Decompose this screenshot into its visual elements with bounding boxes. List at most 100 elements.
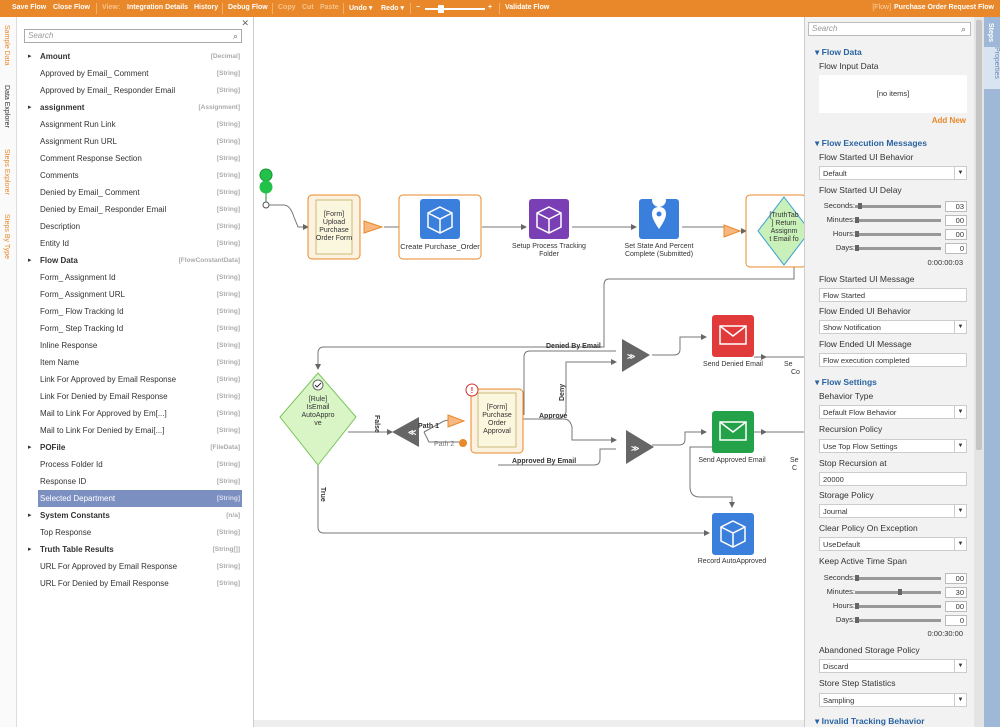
tree-item[interactable]: Comment Response Section[String] <box>17 150 242 167</box>
minutes-slider-handle[interactable] <box>855 217 859 223</box>
tab-properties[interactable]: Properties <box>984 47 1000 89</box>
flow-execution-messages-header[interactable]: ▾ Flow Execution Messages <box>815 138 927 148</box>
tree-item[interactable]: Entity Id[String] <box>17 235 242 252</box>
properties-scrollbar-thumb[interactable] <box>976 20 982 450</box>
tree-item[interactable]: Form_ Step Tracking Id[String] <box>17 320 242 337</box>
expand-triangle-icon[interactable]: ▸ <box>28 546 32 553</box>
tree-item[interactable]: Top Response[String] <box>17 524 242 541</box>
keep-seconds-slider-handle[interactable] <box>855 575 859 581</box>
keep-days-slider-handle[interactable] <box>855 617 859 623</box>
properties-search-input[interactable]: Search <box>808 22 971 36</box>
copy-button[interactable]: Copy <box>278 4 296 11</box>
tree-item[interactable]: Denied by Email_ Comment[String] <box>17 184 242 201</box>
canvas-horizontal-scrollbar[interactable] <box>254 720 804 727</box>
integration-details-button[interactable]: Integration Details <box>127 4 189 11</box>
path-split-node[interactable]: ≪ <box>392 417 419 447</box>
expand-triangle-icon[interactable]: ▸ <box>28 512 32 519</box>
keep-seconds-slider[interactable] <box>855 577 941 580</box>
invalid-tracking-header[interactable]: ▾ Invalid Tracking Behavior <box>815 716 925 726</box>
tab-steps-explorer[interactable]: Steps Explorer <box>3 149 10 195</box>
tree-item[interactable]: Link For Approved by Email Response[Stri… <box>17 371 242 388</box>
clear-policy-select[interactable]: UseDefault▼ <box>819 537 967 551</box>
tree-item[interactable]: URL For Approved by Email Response[Strin… <box>17 558 242 575</box>
search-icon[interactable]: ⌕ <box>232 31 238 41</box>
tree-item[interactable]: Form_ Assignment URL[String] <box>17 286 242 303</box>
days-slider-handle[interactable] <box>855 245 859 251</box>
seconds-slider-handle[interactable] <box>858 203 862 209</box>
cut-button[interactable]: Cut <box>302 4 314 11</box>
paste-button[interactable]: Paste <box>320 4 339 11</box>
tree-item[interactable]: Approved by Email_ Responder Email[Strin… <box>17 82 242 99</box>
storage-policy-select[interactable]: Journal▼ <box>819 504 967 518</box>
hours-value[interactable]: 00 <box>945 229 967 240</box>
tree-item[interactable]: Link For Denied by Email Response[String… <box>17 388 242 405</box>
tree-item[interactable]: Mail to Link For Denied by Emai[...][Str… <box>17 422 242 439</box>
keep-hours-slider-handle[interactable] <box>855 603 859 609</box>
store-stats-select[interactable]: Sampling▼ <box>819 693 967 707</box>
hours-slider-handle[interactable] <box>855 231 859 237</box>
search-icon[interactable]: ⌕ <box>960 24 966 34</box>
zoom-out-button[interactable]: − <box>416 4 421 11</box>
zoom-in-button[interactable]: + <box>488 4 493 11</box>
record-autoapproved-node[interactable] <box>712 513 754 555</box>
create-purchase-order-node[interactable] <box>398 194 482 260</box>
validate-flow-button[interactable]: Validate Flow <box>505 4 550 11</box>
tree-item[interactable]: Description[String] <box>17 218 242 235</box>
add-path-icon[interactable] <box>459 439 467 447</box>
merge-denied-node[interactable]: ≫ <box>622 339 650 372</box>
hours-slider[interactable] <box>855 233 941 236</box>
tree-group-item[interactable]: ▸assignment[Assignment] <box>17 99 242 116</box>
started-behavior-select[interactable]: Default▼ <box>819 166 967 180</box>
tree-item[interactable]: Process Folder Id[String] <box>17 456 242 473</box>
setup-tracking-folder-node[interactable] <box>529 199 569 239</box>
close-flow-button[interactable]: Close Flow <box>53 4 90 11</box>
zoom-slider[interactable] <box>425 8 485 10</box>
stop-recursion-input[interactable]: 20000 <box>819 472 967 486</box>
tree-item[interactable]: Assignment Run URL[String] <box>17 133 242 150</box>
ended-behavior-select[interactable]: Show Notification▼ <box>819 320 967 334</box>
expand-triangle-icon[interactable]: ▸ <box>28 257 32 264</box>
tree-group-item[interactable]: ▸POFile[FileData] <box>17 439 242 456</box>
tree-item[interactable]: Form_ Flow Tracking Id[String] <box>17 303 242 320</box>
keep-hours-value[interactable]: 00 <box>945 601 967 612</box>
debug-flow-button[interactable]: Debug Flow <box>228 4 268 11</box>
tree-item[interactable]: Assignment Run Link[String] <box>17 116 242 133</box>
add-new-button[interactable]: Add New <box>931 116 966 125</box>
recursion-policy-select[interactable]: Use Top Flow Settings▼ <box>819 439 967 453</box>
explorer-search-input[interactable]: Search <box>24 29 242 43</box>
tree-item[interactable]: Denied by Email_ Responder Email[String] <box>17 201 242 218</box>
started-msg-input[interactable]: Flow Started <box>819 288 967 302</box>
expand-triangle-icon[interactable]: ▸ <box>28 53 32 60</box>
expand-triangle-icon[interactable]: ▸ <box>28 104 32 111</box>
minutes-value[interactable]: 00 <box>945 215 967 226</box>
days-slider[interactable] <box>855 247 941 250</box>
tree-item[interactable]: Comments[String] <box>17 167 242 184</box>
send-approved-email-node[interactable] <box>712 411 754 453</box>
minutes-slider[interactable] <box>855 219 941 222</box>
tab-steps[interactable]: Steps <box>987 23 994 43</box>
keep-days-value[interactable]: 0 <box>945 615 967 626</box>
ended-msg-input[interactable]: Flow execution completed <box>819 353 967 367</box>
keep-minutes-value[interactable]: 30 <box>945 587 967 598</box>
seconds-slider[interactable] <box>855 205 941 208</box>
tree-group-item[interactable]: ▸System Constants[n/a] <box>17 507 242 524</box>
tree-group-item[interactable]: ▸Flow Data[FlowConstantData] <box>17 252 242 269</box>
tree-item[interactable]: Selected Department[String] <box>38 490 242 507</box>
keep-minutes-slider-handle[interactable] <box>898 589 902 595</box>
flow-data-section-header[interactable]: ▾ Flow Data <box>815 47 862 57</box>
zoom-slider-handle[interactable] <box>438 5 444 13</box>
keep-hours-slider[interactable] <box>855 605 941 608</box>
tab-steps-by-type[interactable]: Steps By Type <box>3 214 10 260</box>
send-denied-email-node[interactable] <box>712 315 754 357</box>
seconds-value[interactable]: 03 <box>945 201 967 212</box>
abandoned-select[interactable]: Discard▼ <box>819 659 967 673</box>
history-button[interactable]: History <box>194 4 219 11</box>
set-state-node[interactable] <box>639 193 679 239</box>
days-value[interactable]: 0 <box>945 243 967 254</box>
flow-settings-header[interactable]: ▾ Flow Settings <box>815 377 877 387</box>
tree-item[interactable]: Mail to Link For Approved by Em[...][Str… <box>17 405 242 422</box>
keep-seconds-value[interactable]: 00 <box>945 573 967 584</box>
